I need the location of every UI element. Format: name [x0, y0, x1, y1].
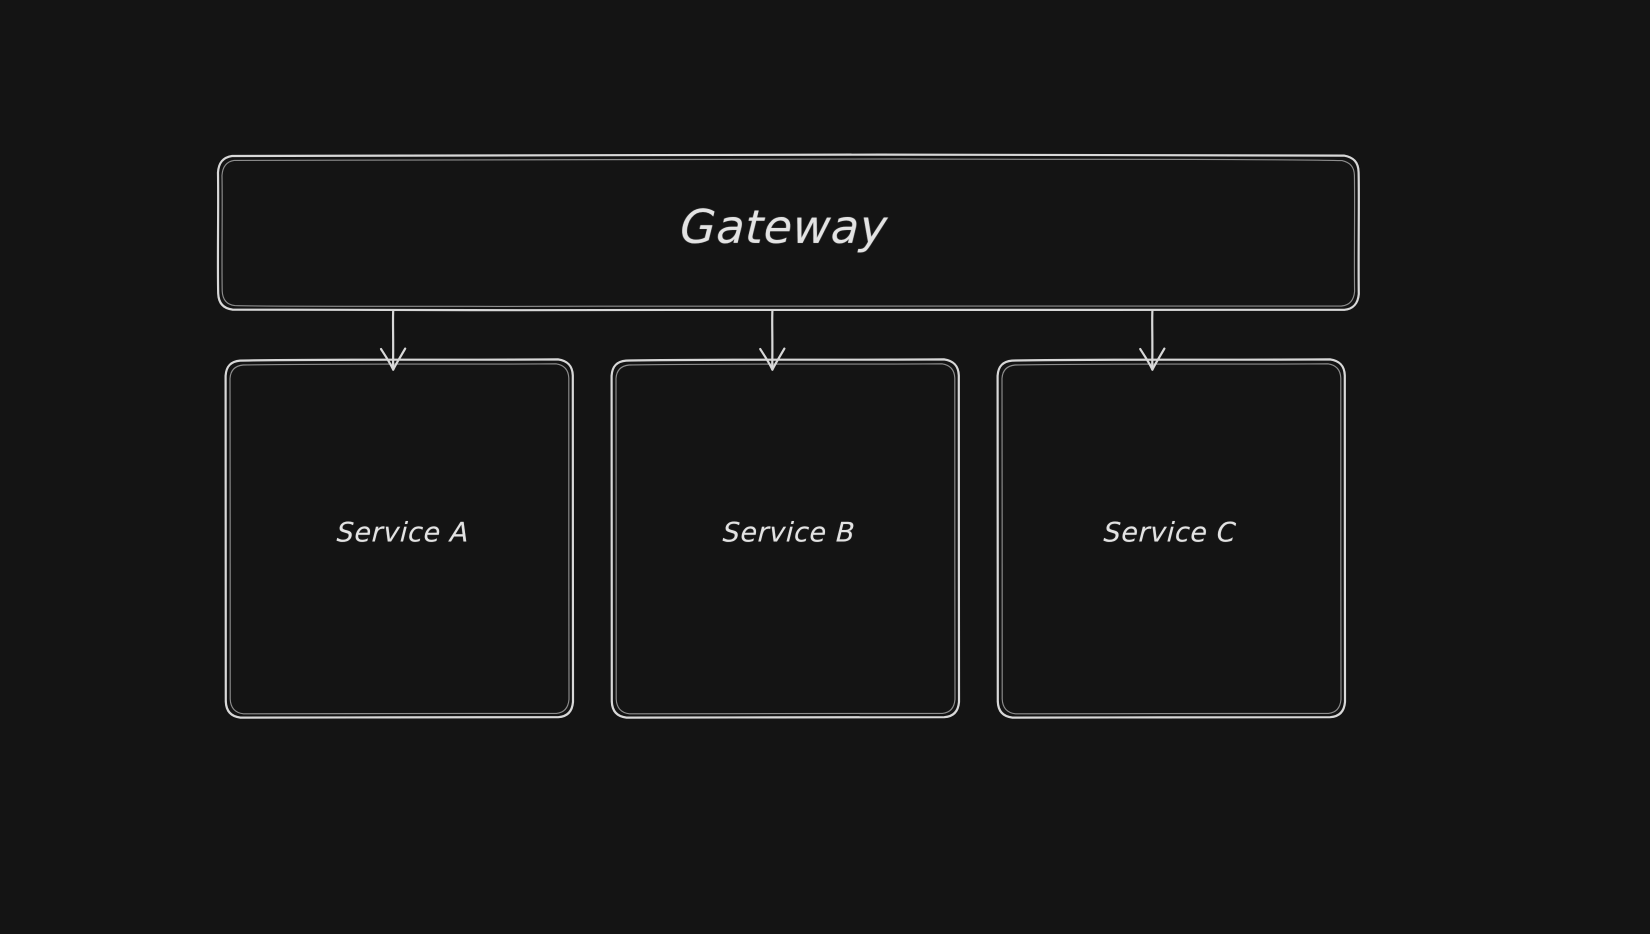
edge-gateway-to-service-c[interactable] [1139, 309, 1166, 371]
edge-gateway-to-service-b[interactable] [759, 309, 786, 371]
node-gateway-shape[interactable] [216, 153, 1360, 312]
node-label-service-c: Service C [1102, 517, 1238, 549]
node-service-c-shape[interactable] [996, 358, 1347, 719]
node-service-a-shape[interactable] [224, 358, 575, 719]
node-label-service-a: Service A [336, 517, 470, 549]
edge-gateway-to-service-a[interactable] [379, 309, 407, 371]
node-service-b-shape[interactable] [610, 358, 961, 719]
node-label-gateway: Gateway [678, 200, 890, 254]
node-label-service-b: Service B [722, 517, 856, 549]
